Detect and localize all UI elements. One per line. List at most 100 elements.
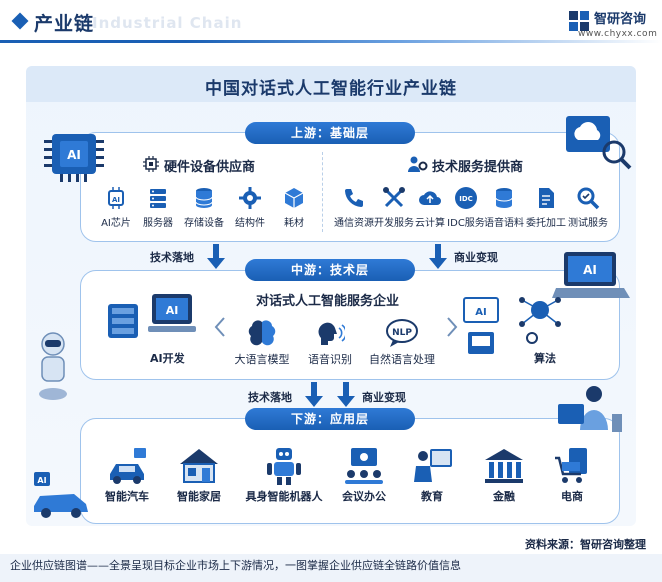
chevron-right-icon bbox=[447, 317, 458, 337]
svg-text:AI: AI bbox=[112, 196, 120, 204]
flow2-left-label: 技术落地 bbox=[248, 391, 292, 404]
downstream-app-label: 电商 bbox=[561, 490, 583, 503]
nlp-icon: NLP bbox=[386, 319, 418, 347]
midstream-title: 对话式人工智能服务企业 bbox=[256, 294, 400, 309]
person-laptop-illustration-icon bbox=[558, 386, 622, 432]
gear-icon bbox=[239, 187, 261, 209]
laptop-ai-illustration-icon: AI bbox=[552, 252, 630, 298]
flow1-right-label: 商业变现 bbox=[454, 251, 498, 264]
upstream-item-label: 服务器 bbox=[143, 218, 173, 229]
upstream-item-label: 开发服务 bbox=[374, 218, 414, 229]
downstream-app-label: 具身智能机器人 bbox=[245, 490, 323, 503]
downstream-app-label: 智能汽车 bbox=[105, 490, 149, 503]
tools-icon bbox=[383, 187, 405, 208]
downstream-app-meeting: 会议办公 bbox=[332, 446, 396, 504]
upstream-item-consumables: 耗材 bbox=[266, 186, 322, 229]
midstream-item-speech: 语音识别 bbox=[300, 318, 360, 367]
upstream-item-ai-chip: AI AI芯片 bbox=[88, 186, 144, 229]
midstream-item-label: 语音识别 bbox=[308, 353, 352, 366]
midstream-item-llm: 大语言模型 bbox=[230, 318, 294, 367]
brain-icon bbox=[248, 320, 276, 346]
downstream-app-robot: 具身智能机器人 bbox=[238, 446, 330, 504]
brand-name: 智研咨询 bbox=[594, 12, 647, 27]
ai-development-illustration-icon: AI bbox=[108, 294, 196, 338]
midstream-item-label: 自然语言处理 bbox=[369, 353, 435, 366]
chip-icon: AI bbox=[108, 187, 124, 209]
flow1-right-arrow-icon bbox=[429, 244, 447, 269]
upstream-item-label: 耗材 bbox=[284, 218, 304, 229]
downstream-app-finance: 金融 bbox=[472, 446, 536, 504]
header-underline bbox=[0, 40, 662, 43]
upstream-item-label: IDC服务 bbox=[447, 218, 485, 229]
chevron-left-icon bbox=[214, 317, 225, 337]
footer-bar bbox=[0, 554, 662, 582]
downstream-app-education: 教育 bbox=[400, 446, 464, 504]
robot-icon bbox=[267, 448, 301, 485]
algorithm-network-icon bbox=[519, 297, 561, 344]
upstream-item-outsourcing: 委托加工 bbox=[518, 186, 574, 229]
bank-icon bbox=[485, 449, 523, 483]
car-icon bbox=[110, 448, 146, 484]
flow1-left-label: 技术落地 bbox=[150, 251, 194, 264]
upstream-item-dev-service: 开发服务 bbox=[366, 186, 422, 229]
cloud-icon bbox=[419, 191, 441, 205]
header-diamond-icon bbox=[11, 12, 29, 30]
document-icon bbox=[539, 188, 554, 208]
ai-car-illustration-icon: AI bbox=[34, 472, 88, 518]
flow2-right-label: 商业变现 bbox=[362, 391, 406, 404]
page-header: Industrial Chain 产业链 智研咨询 www.chyxx.com bbox=[0, 0, 662, 46]
cart-icon bbox=[555, 448, 587, 483]
upstream-band: 上游：基础层 bbox=[245, 122, 415, 144]
box-icon bbox=[284, 188, 304, 208]
source-note: 资料来源：智研咨询整理 bbox=[525, 538, 646, 551]
upstream-panel bbox=[80, 132, 620, 242]
upstream-item-label: 测试服务 bbox=[568, 218, 608, 229]
ai-development-label: AI开发 bbox=[150, 352, 185, 365]
downstream-app-label: 会议办公 bbox=[342, 490, 386, 503]
svg-text:AI: AI bbox=[67, 148, 81, 162]
flow2-right-arrow-icon bbox=[337, 382, 355, 407]
header-title: 产业链 bbox=[34, 13, 95, 35]
midstream-panel bbox=[80, 270, 620, 380]
svg-text:AI: AI bbox=[166, 304, 179, 317]
education-icon bbox=[414, 449, 452, 482]
meeting-icon bbox=[345, 448, 383, 484]
idc-icon: IDC bbox=[455, 187, 477, 209]
upstream-item-corpus: 语音语料 bbox=[476, 186, 532, 229]
ai-screen-icon: AI bbox=[463, 297, 499, 354]
downstream-band: 下游：应用层 bbox=[245, 408, 415, 430]
footer-text: 企业供应链图谱——全景呈现目标企业市场上下游情况，一图掌握企业供应链全链路价值信… bbox=[10, 559, 461, 572]
cloud-monitor-illustration-icon bbox=[566, 116, 632, 170]
upstream-item-idc: IDC IDC服务 bbox=[438, 186, 494, 229]
brand-logo-icon bbox=[569, 11, 589, 31]
server-icon bbox=[150, 189, 166, 208]
midstream-item-label: 大语言模型 bbox=[234, 353, 290, 366]
upstream-item-label: 云计算 bbox=[415, 218, 445, 229]
tech-group-title: 技术服务提供商 bbox=[432, 160, 524, 175]
downstream-app-ecommerce: 电商 bbox=[540, 446, 604, 504]
flow1-left-arrow-icon bbox=[207, 244, 225, 269]
downstream-app-label: 教育 bbox=[421, 490, 443, 503]
robot-illustration-icon bbox=[39, 332, 67, 400]
upstream-item-label: AI芯片 bbox=[101, 218, 131, 229]
ai-badge-text: AI bbox=[475, 307, 486, 318]
algorithm-label: 算法 bbox=[534, 352, 556, 365]
midstream-item-nlp: NLP 自然语言处理 bbox=[364, 318, 440, 367]
phone-icon bbox=[345, 189, 363, 207]
storage-icon bbox=[195, 188, 213, 208]
downstream-app-smart-home: 智能家居 bbox=[166, 446, 232, 504]
upstream-item-label: 通信资源 bbox=[334, 218, 374, 229]
upstream-item-communication: 通信资源 bbox=[326, 186, 382, 229]
brand-url: www.chyxx.com bbox=[578, 29, 658, 39]
svg-text:AI: AI bbox=[37, 476, 46, 485]
main-title-band bbox=[26, 66, 636, 102]
upstream-item-label: 结构件 bbox=[235, 218, 265, 229]
upstream-item-server: 服务器 bbox=[130, 186, 186, 229]
home-icon bbox=[180, 449, 218, 483]
voice-icon bbox=[318, 322, 345, 345]
hardware-chip-icon bbox=[143, 156, 159, 172]
database-icon bbox=[495, 188, 513, 208]
downstream-app-label: 智能家居 bbox=[177, 490, 221, 503]
upstream-item-label: 委托加工 bbox=[526, 218, 566, 229]
upstream-divider bbox=[322, 152, 323, 232]
